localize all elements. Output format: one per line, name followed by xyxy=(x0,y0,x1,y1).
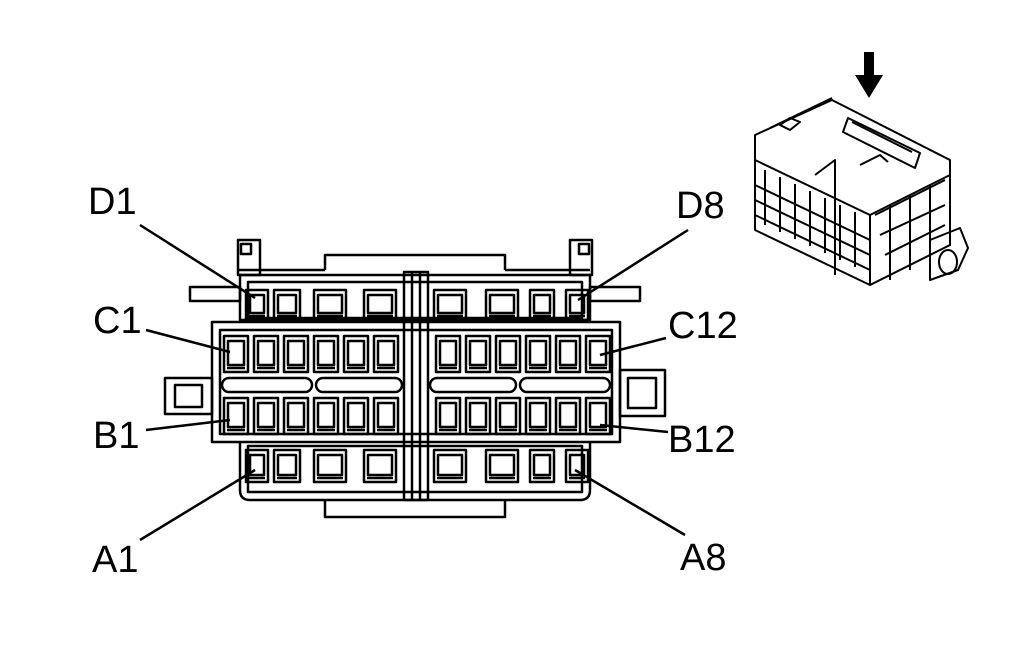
leader-c12 xyxy=(599,336,667,357)
cavity-a5 xyxy=(432,448,468,484)
cavity-a6 xyxy=(484,448,520,484)
label-a1: A1 xyxy=(92,539,138,581)
cavity-c6 xyxy=(372,334,400,374)
row-d-cavities xyxy=(244,288,590,322)
leader-lines xyxy=(139,223,689,542)
leader-a8 xyxy=(574,468,686,537)
cavity-a7 xyxy=(528,448,556,484)
cavity-d8 xyxy=(564,288,590,322)
label-d8: D8 xyxy=(676,185,725,227)
cavity-b8 xyxy=(464,396,492,436)
cavity-b3 xyxy=(282,396,310,436)
cavity-b7 xyxy=(434,396,462,436)
label-c1: C1 xyxy=(93,300,142,342)
leader-d1 xyxy=(139,223,256,300)
cavity-c1 xyxy=(222,334,250,374)
row-c-cavities xyxy=(222,334,612,374)
cavity-c9 xyxy=(494,334,522,374)
cavity-b12 xyxy=(584,396,612,436)
cavity-b2 xyxy=(252,396,280,436)
cavity-b4 xyxy=(312,396,340,436)
leader-b1 xyxy=(145,418,231,432)
connector-3d-view xyxy=(754,97,969,286)
cavity-c7 xyxy=(434,334,462,374)
insertion-arrow-icon xyxy=(855,52,883,98)
cavity-b11 xyxy=(554,396,582,436)
cavity-c8 xyxy=(464,334,492,374)
cavity-a4 xyxy=(362,448,398,484)
cavity-c2 xyxy=(252,334,280,374)
label-b1: B1 xyxy=(93,415,139,457)
leader-a1 xyxy=(139,468,256,542)
label-d1: D1 xyxy=(88,181,137,223)
cavity-b1 xyxy=(222,396,250,436)
cavity-b6 xyxy=(372,396,400,436)
cavity-c10 xyxy=(524,334,552,374)
leader-d8 xyxy=(577,228,689,302)
connector-housing xyxy=(163,238,667,519)
leader-c1 xyxy=(145,328,231,354)
cavity-d7 xyxy=(528,288,556,322)
cavity-a8 xyxy=(564,448,590,484)
cavity-b9 xyxy=(494,396,522,436)
cavity-c3 xyxy=(282,334,310,374)
cavity-a3 xyxy=(312,448,348,484)
label-a8: A8 xyxy=(680,537,726,579)
row-a-cavities xyxy=(244,448,590,484)
cavity-d1 xyxy=(244,288,270,322)
cavity-d6 xyxy=(484,288,520,322)
cavity-d3 xyxy=(312,288,348,322)
cavity-b5 xyxy=(342,396,370,436)
cavity-c11 xyxy=(554,334,582,374)
leader-b12 xyxy=(599,423,669,434)
cavity-c4 xyxy=(312,334,340,374)
cavity-d5 xyxy=(432,288,468,322)
row-b-cavities xyxy=(222,396,612,436)
cavity-a2 xyxy=(272,448,302,484)
cavity-d4 xyxy=(362,288,398,322)
cavity-d2 xyxy=(272,288,302,322)
cavity-b10 xyxy=(524,396,552,436)
label-b12: B12 xyxy=(668,419,736,461)
cavity-a1 xyxy=(244,448,270,484)
cavity-c5 xyxy=(342,334,370,374)
label-c12: C12 xyxy=(668,305,738,347)
